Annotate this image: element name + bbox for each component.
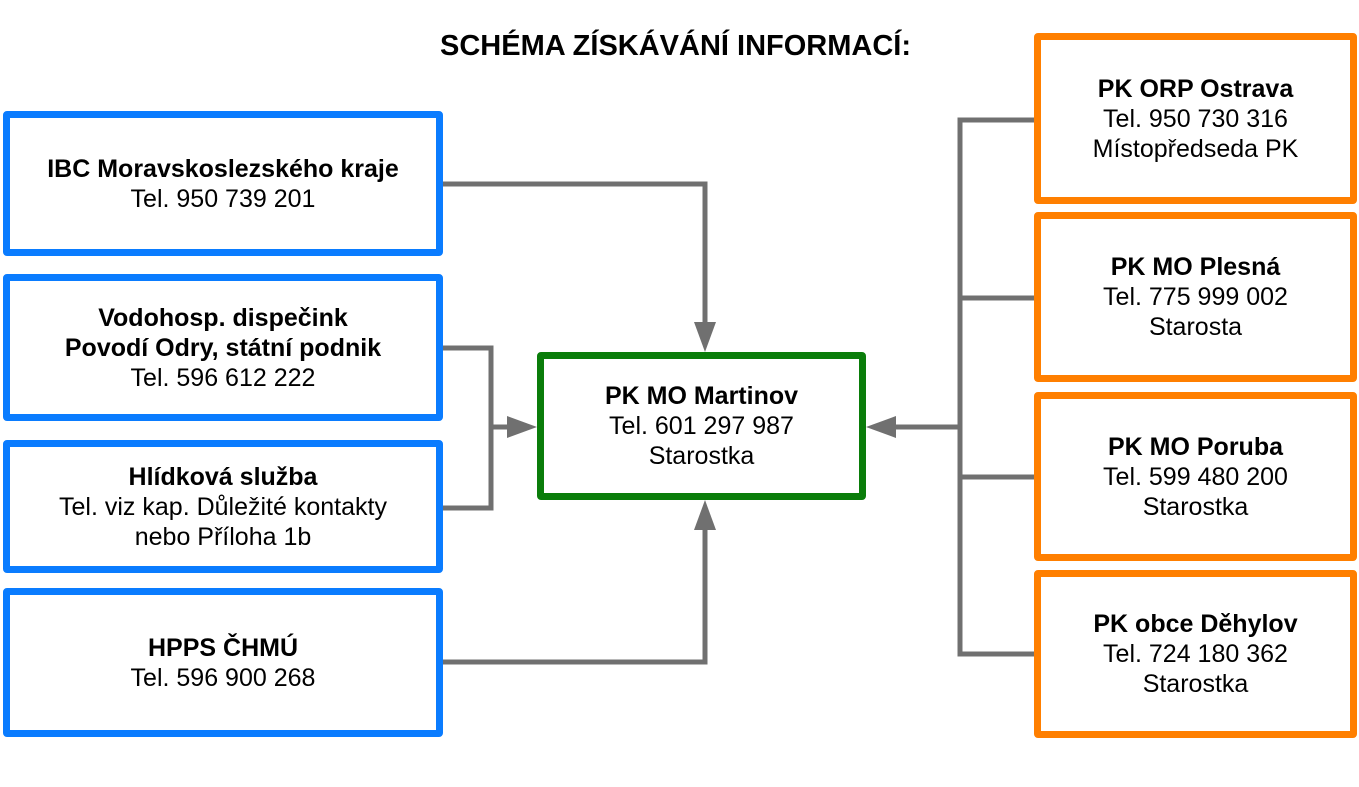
arrowhead-bottom	[694, 500, 716, 530]
contact-phone: Tel. 599 480 200	[1103, 462, 1288, 491]
connector-hpps-to-center	[440, 530, 708, 665]
center-name: PK MO Martinov	[604, 382, 799, 410]
source-name: Hlídková služba	[128, 462, 318, 491]
contact-phone: Tel. 950 730 316	[1103, 104, 1288, 133]
contact-phone: Tel. 724 180 362	[1103, 640, 1288, 668]
source-phone: Tel. 596 612 222	[130, 363, 316, 392]
contact-name: PK ORP Ostrava	[1097, 74, 1294, 103]
diagram-title: SCHÉMA ZÍSKÁVÁNÍ INFORMACÍ:	[0, 30, 1359, 63]
contact-name: PK MO Poruba	[1107, 432, 1283, 461]
connector-ibc-to-center	[440, 181, 708, 322]
contact-role: Starosta	[1148, 313, 1243, 341]
source-name: IBC Moravskoslezského kraje	[47, 154, 399, 183]
contact-phone: Tel. 775 999 002	[1103, 283, 1288, 311]
arrowhead-top	[694, 322, 716, 352]
center-box-martinov: PK MO Martinov Tel. 601 297 987 Starostk…	[537, 352, 866, 500]
source-box-hlidkova: Hlídková služba Tel. viz kap. Důležité k…	[3, 440, 443, 573]
source-box-ibc: IBC Moravskoslezského kraje Tel. 950 739…	[3, 111, 443, 256]
source-note: nebo Příloha 1b	[134, 522, 312, 551]
connector-vodohosp-branch	[440, 345, 494, 511]
source-name: HPPS ČHMÚ	[147, 633, 298, 662]
source-box-hpps: HPPS ČHMÚ Tel. 596 900 268	[3, 588, 443, 737]
contact-box-poruba: PK MO Poruba Tel. 599 480 200 Starostka	[1034, 392, 1357, 561]
center-role: Starostka	[648, 442, 755, 470]
contact-role: Starostka	[1142, 670, 1249, 698]
source-phone: Tel. 950 739 201	[130, 184, 316, 213]
contact-box-orp-ostrava: PK ORP Ostrava Tel. 950 730 316 Místopře…	[1034, 33, 1357, 204]
contact-role: Starostka	[1142, 492, 1249, 521]
source-name: Vodohosp. dispečink	[98, 303, 348, 332]
source-phone: Tel. viz kap. Důležité kontakty	[59, 492, 387, 521]
contact-name: PK obce Děhylov	[1093, 610, 1298, 638]
arrowhead-right	[866, 416, 896, 438]
contact-box-plesna: PK MO Plesná Tel. 775 999 002 Starosta	[1034, 212, 1357, 382]
arrowhead-left	[507, 416, 537, 438]
source-phone: Tel. 596 900 268	[130, 663, 316, 692]
source-organization: Povodí Odry, státní podnik	[64, 333, 382, 362]
source-box-vodohosp: Vodohosp. dispečink Povodí Odry, státní …	[3, 274, 443, 421]
contact-role: Místopředseda PK	[1092, 134, 1299, 163]
contact-name: PK MO Plesná	[1110, 253, 1281, 281]
contact-box-dehylov: PK obce Děhylov Tel. 724 180 362 Starost…	[1034, 570, 1357, 738]
connector-right-trunk	[957, 117, 1038, 657]
center-phone: Tel. 601 297 987	[609, 412, 794, 440]
diagram-title-text: SCHÉMA ZÍSKÁVÁNÍ INFORMACÍ:	[440, 30, 911, 62]
